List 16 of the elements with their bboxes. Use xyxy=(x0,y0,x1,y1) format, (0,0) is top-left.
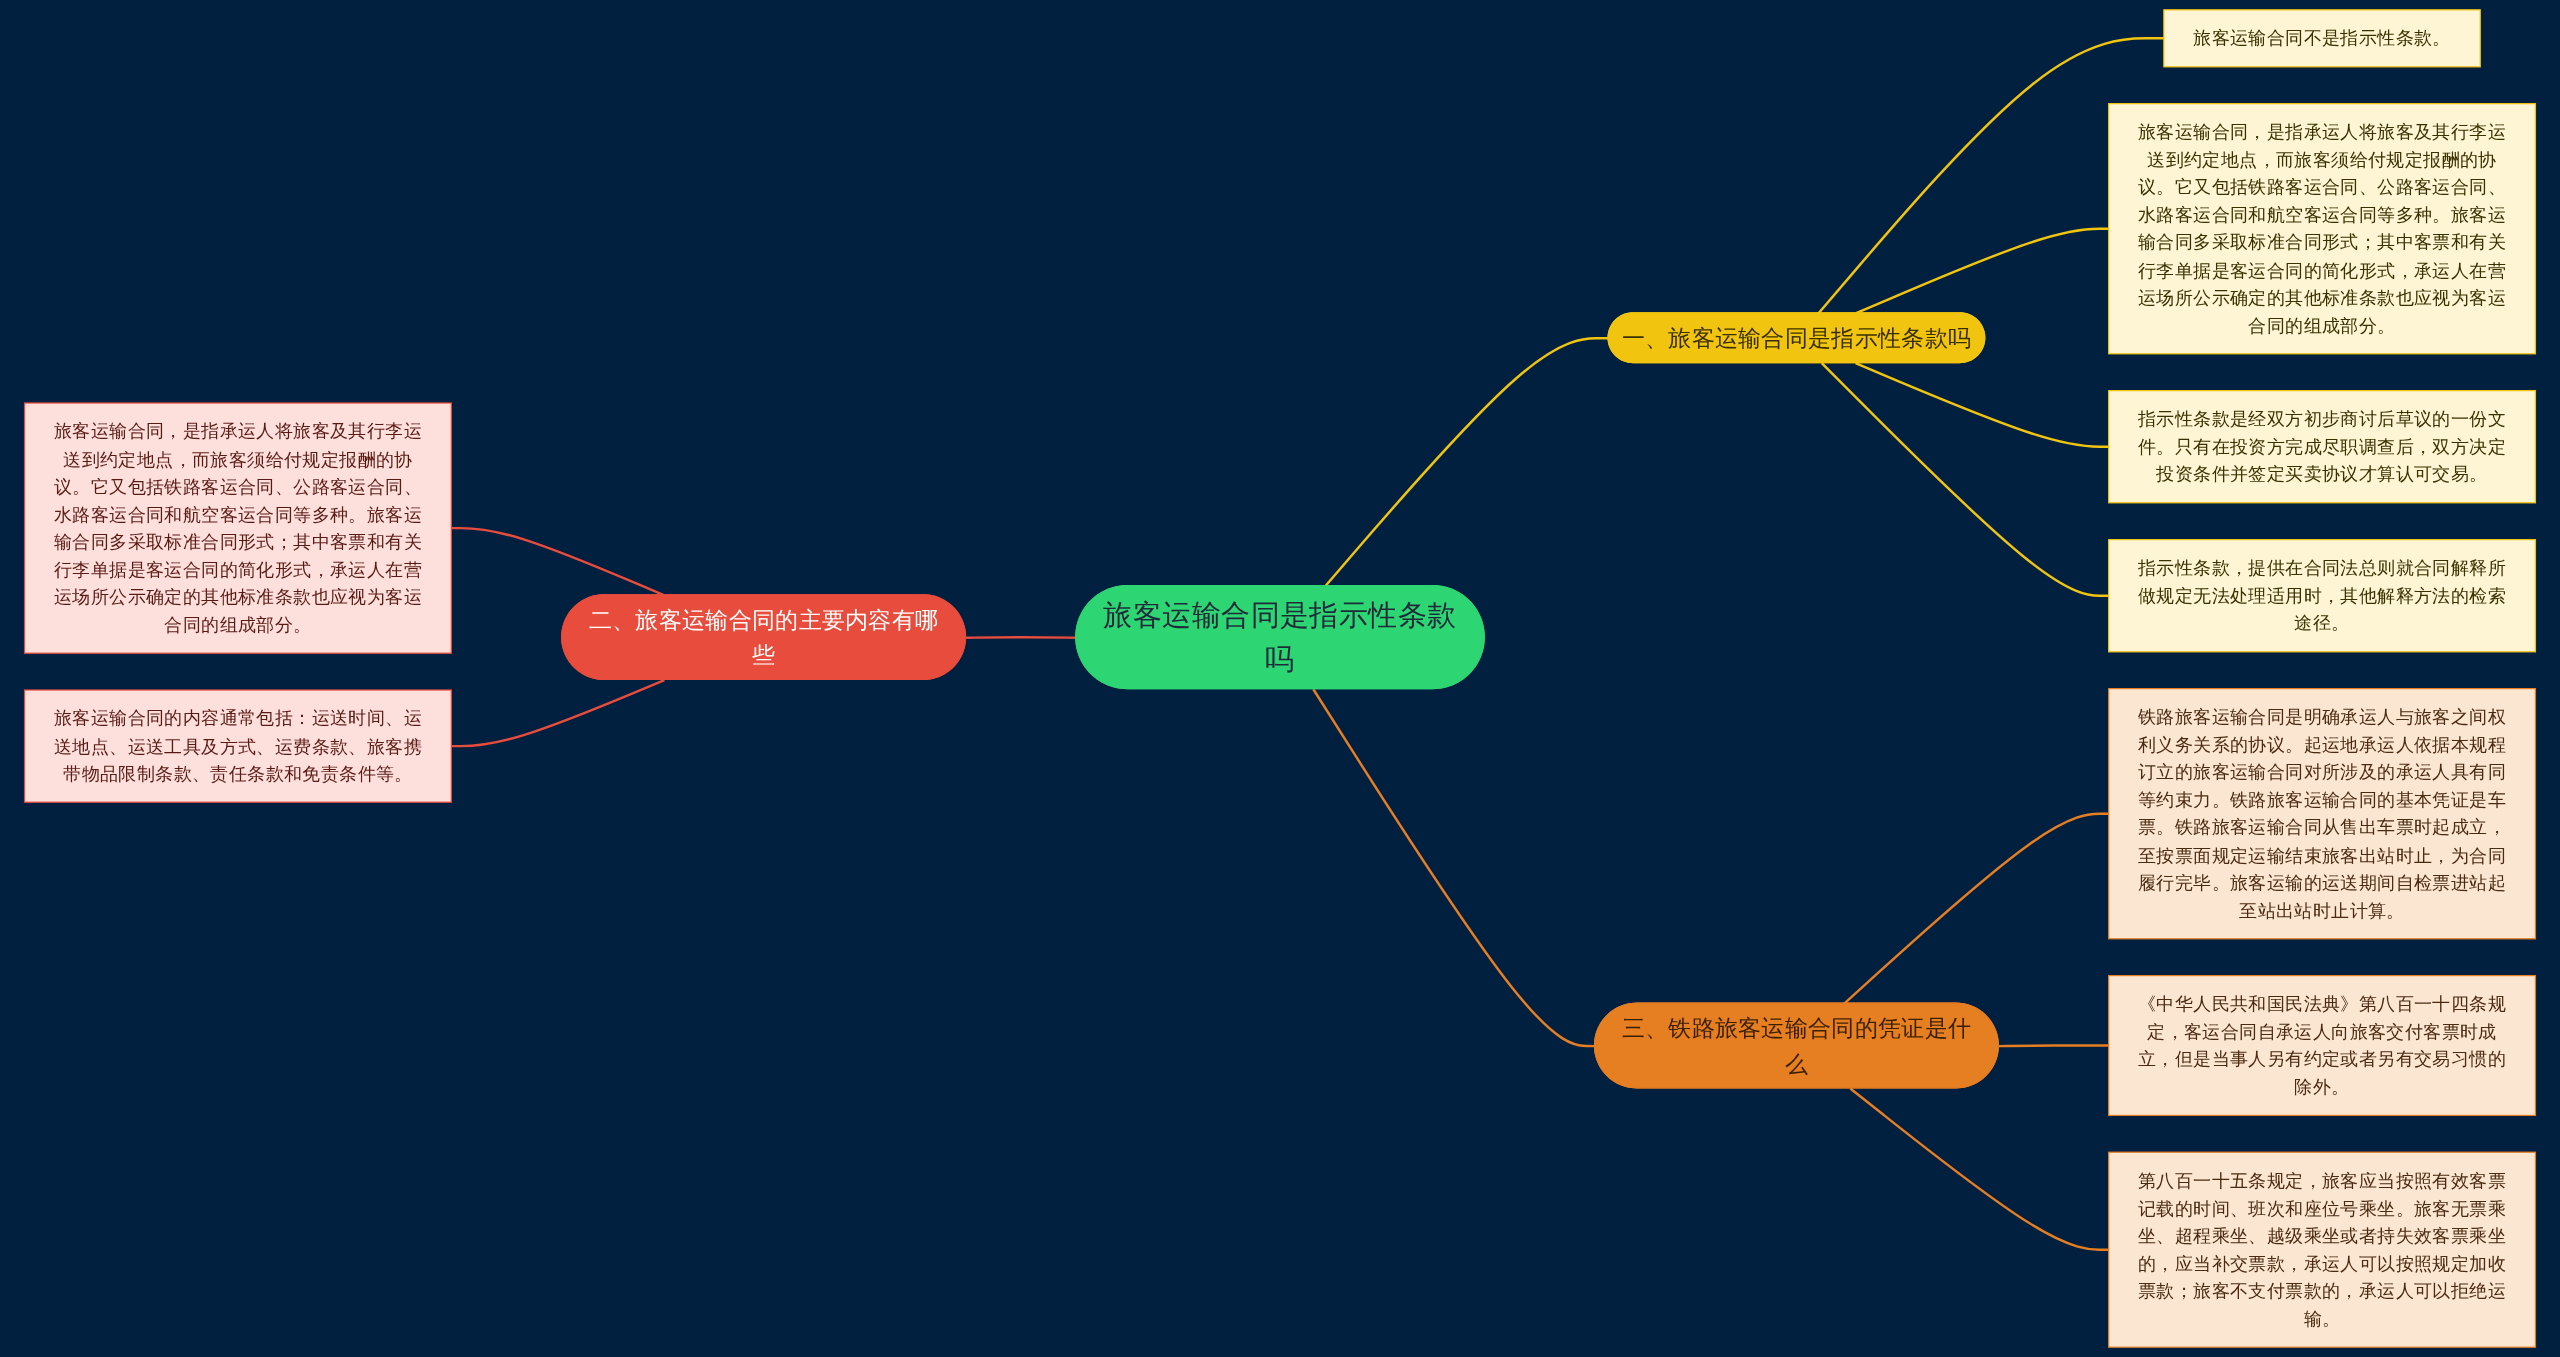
connector xyxy=(1324,337,1609,587)
node-box: 旅客运输合同，是指承运人将旅客及其行李运送到约定地点，而旅客须给付规定报酬的协议。它又包括铁路客运合同、公路客运合同、水路客运合同和航空客运合同等多种。旅客运输合同多采取标准合同形式；其中客票和有关行李单据是客运合同的简化形式，承运人在营运场所公示确定的其他标准条款也应视为客运合同的组成部分。 xyxy=(2108,103,2537,355)
connector xyxy=(1820,362,2109,597)
node-box: 《中华人民共和国民法典》第八百一十四条规定，客运合同自承运人向旅客交付客票时成立，但是当事人另有约定或者另有交易习惯的除外。 xyxy=(2108,974,2537,1116)
node-box: 指示性条款，提供在合同法总则就合同解释所做规定无法处理适用时，其他解释方法的检索途径。 xyxy=(2108,539,2537,653)
node-box: 铁路旅客运输合同是明确承运人与旅客之间权利义务关系的协议。起运地承运人依据本规程订立的旅客运输合同对所涉及的承运人具有同等约束力。铁路旅客运输合同的基本凭证是车票。铁路旅客运输合同从售出车票时起成立，至按票面规定运输结束旅客出站时止，为合同履行完毕。旅客运输的运送期间自检票进站起至站出站时止计算。 xyxy=(2108,688,2537,940)
connector xyxy=(1998,1044,2109,1048)
connector xyxy=(1855,362,2109,448)
node-box: 旅客运输合同的内容通常包括：运送时间、运送地点、运送工具及方式、运费条款、旅客携带物品限制条款、责任条款和免责条件等。 xyxy=(23,689,452,803)
node-box: 指示性条款是经双方初步商讨后草议的一份文件。只有在投资方完成尽职调查后，双方决定投资条件并签定买卖协议才算认可交易。 xyxy=(2108,390,2537,504)
node-box: 旅客运输合同不是指示性条款。 xyxy=(2163,9,2481,68)
node-box: 旅客运输合同，是指承运人将旅客及其行李运送到约定地点，而旅客须给付规定报酬的协议。它又包括铁路客运合同、公路客运合同、水路客运合同和航空客运合同等多种。旅客运输合同多采取标准合同形式；其中客票和有关行李单据是客运合同的简化形式，承运人在营运场所公示确定的其他标准条款也应视为客运合同的组成部分。 xyxy=(23,402,452,654)
connector xyxy=(1849,1087,2109,1251)
connector xyxy=(1843,812,2109,1005)
node-box: 第八百一十五条规定，旅客应当按照有效客票记载的时间、班次和座位号乘坐。旅客无票乘坐、超程乘坐、越级乘坐或者持失效客票乘坐的，应当补交票款，承运人可以按照规定加收票款；旅客不支付票款的，承运人可以拒绝运输。 xyxy=(2108,1151,2537,1348)
connector xyxy=(451,678,665,748)
